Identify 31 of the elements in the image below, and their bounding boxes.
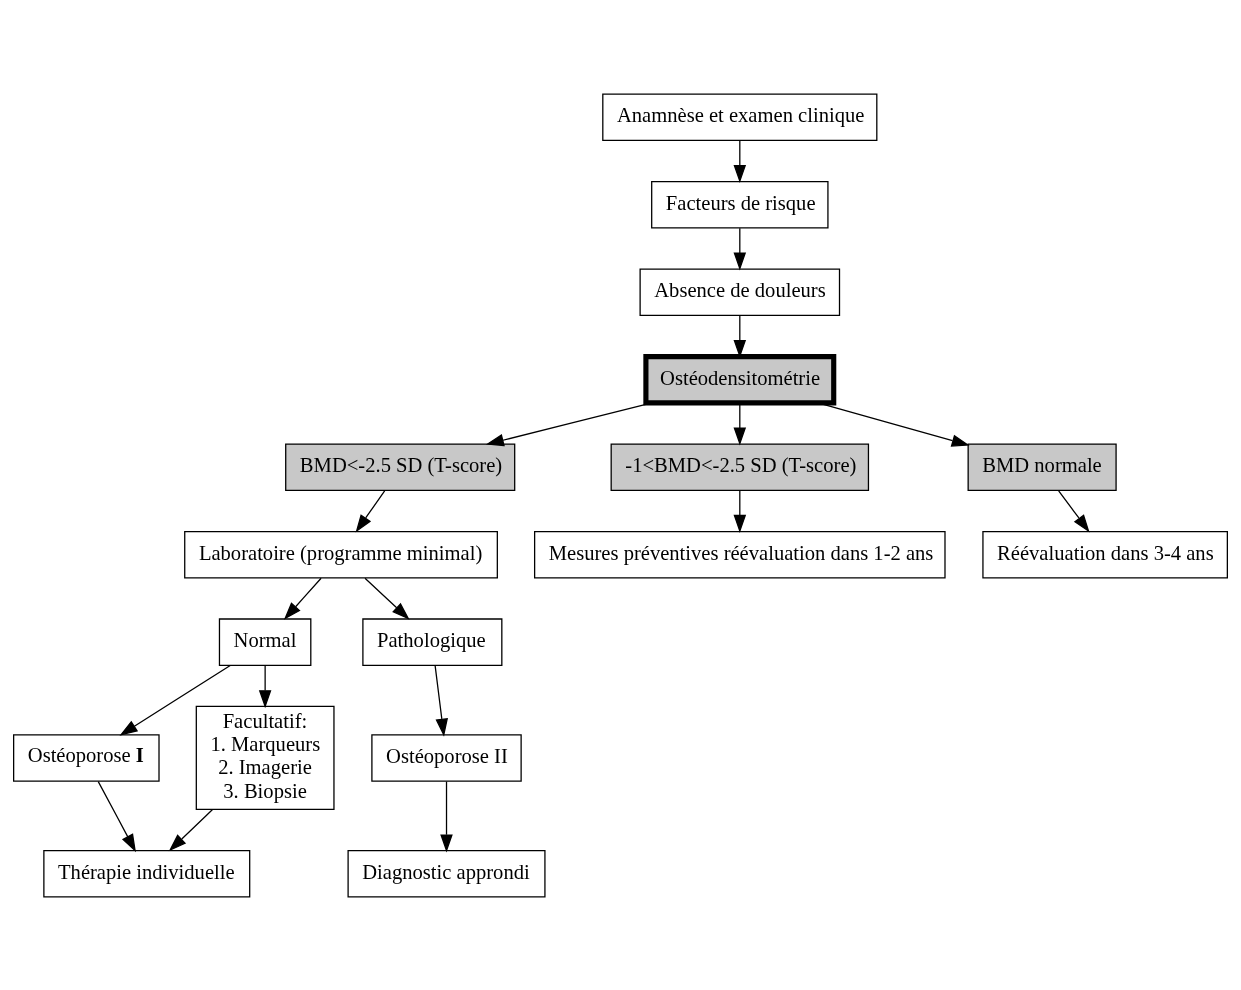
arrow xyxy=(168,808,214,851)
arrow xyxy=(733,139,747,183)
node-box: -1<BMD<-2.5 SD (T-score) xyxy=(610,442,870,491)
arrow xyxy=(733,402,747,445)
node-box: Absence de douleurs xyxy=(639,267,841,316)
arrow xyxy=(97,780,136,852)
node-box: BMD normale xyxy=(967,442,1117,491)
arrow xyxy=(733,489,747,533)
node-box: Thérapie individuelle xyxy=(43,849,251,897)
arrow xyxy=(355,489,386,533)
arrow xyxy=(1058,489,1090,532)
node-box: Normal xyxy=(218,617,312,666)
node-box: Anamnèse et examen clinique xyxy=(602,93,878,141)
node-box: Pathologique xyxy=(362,617,503,666)
node-box: Ostéodensitométrie xyxy=(643,353,837,405)
arrow xyxy=(119,664,231,736)
arrow xyxy=(364,577,410,620)
arrow xyxy=(434,664,449,737)
node-box: Laboratoire (programme minimal) xyxy=(184,530,498,578)
node-box: Ostéoporose II xyxy=(371,733,522,782)
arrow xyxy=(733,227,747,270)
node-box: Réévaluation dans 3-4 ans xyxy=(982,530,1228,578)
arrow xyxy=(440,780,453,852)
node-box: Diagnostic approndi xyxy=(347,849,546,897)
node-box: Facultatif: 1. Marqueurs 2. Imagerie 3. Biopsie xyxy=(195,705,335,810)
node-box: Mesures préventives réévaluation dans 1-2 ans xyxy=(534,530,946,578)
arrow xyxy=(258,664,272,708)
node-box: BMD<-2.5 SD (T-score) xyxy=(285,442,516,491)
node-box: Facteurs de risque xyxy=(651,180,829,229)
arrow xyxy=(283,577,322,620)
node-box: Ostéoporose I xyxy=(13,733,160,782)
